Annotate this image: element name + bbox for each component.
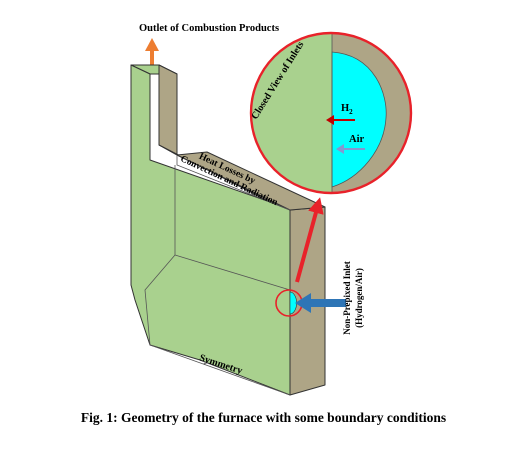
chimney-side-face [158, 64, 178, 156]
h2-subscript: 2 [349, 108, 353, 116]
inlet-label-line2: (Hydrogen/Air) [354, 268, 364, 328]
inlet-opening [289, 291, 297, 315]
outlet-arrow [145, 38, 159, 70]
top-face [176, 151, 326, 211]
furnace-edges [144, 155, 291, 396]
air-label: Air [349, 134, 365, 145]
inlet-label-line1: Non-Prepixed Inlet [342, 261, 352, 335]
outlet-label: Outlet of Combustion Products [139, 23, 279, 34]
closed-view-circle [249, 31, 413, 195]
figure-caption: Fig. 1: Geometry of the furnace with som… [80, 410, 447, 425]
zoom-pointer-arrow [295, 197, 324, 283]
h2-label: H2 [341, 103, 353, 116]
air-arrow [336, 144, 365, 154]
h2-arrow [326, 115, 355, 125]
h2-letter: H [341, 103, 349, 114]
inlet-arrow [295, 293, 346, 313]
